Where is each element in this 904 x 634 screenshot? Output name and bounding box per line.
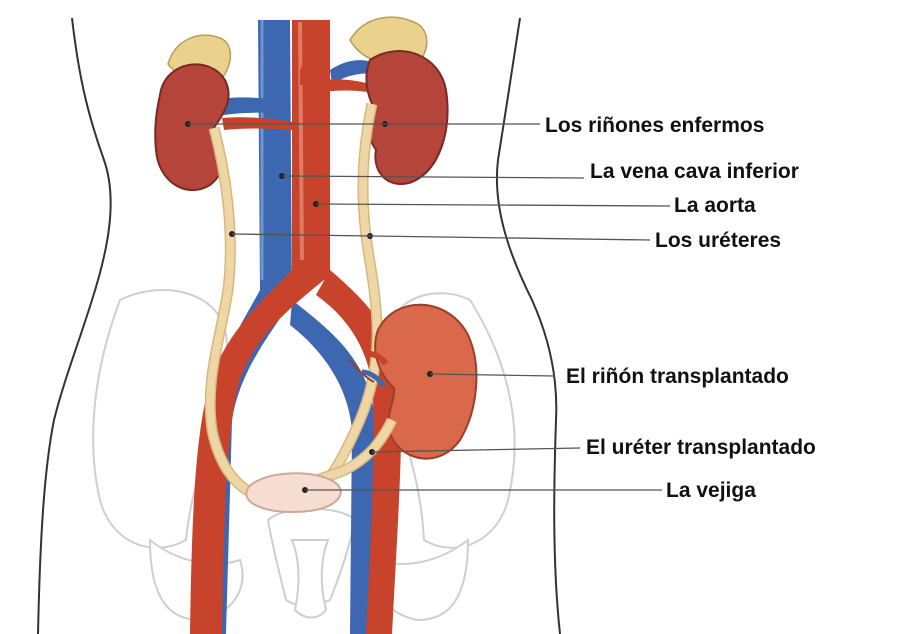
label-bladder: La vejiga [666, 479, 756, 502]
label-aorta: La aorta [674, 194, 756, 217]
label-diseased-kidneys: Los riñones enfermos [545, 114, 764, 137]
label-ureters: Los uréteres [655, 229, 781, 252]
label-transplanted-ureter: El uréter transplantado [586, 436, 816, 459]
labels: Los riñones enfermos La vena cava inferi… [545, 114, 816, 502]
leader-line-aorta [316, 204, 670, 206]
label-inferior-vena-cava: La vena cava inferior [590, 160, 799, 183]
label-transplanted-kidney: El riñón transplantado [566, 365, 789, 388]
bladder [246, 473, 340, 512]
